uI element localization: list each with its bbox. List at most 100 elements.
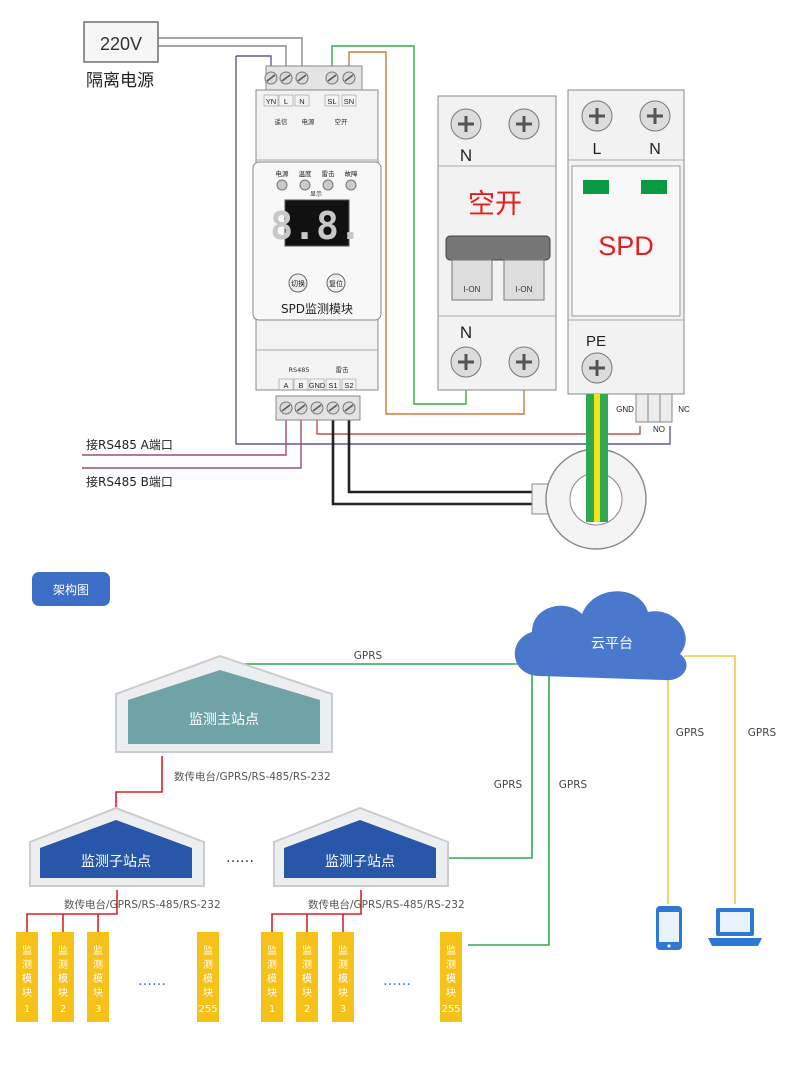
sub-link-2-label: 数传电台/GPRS/RS-485/RS-232 xyxy=(308,898,465,911)
wire-yn xyxy=(235,56,671,445)
spd-pe: PE xyxy=(586,333,606,350)
svg-text:架构图: 架构图 xyxy=(53,582,89,597)
rs485-a-label: 接RS485 A端口 xyxy=(86,437,173,452)
wire-power-l xyxy=(158,37,303,66)
svg-text:测: 测 xyxy=(58,958,68,971)
indicator-led-icon xyxy=(345,179,357,191)
svg-text:测: 测 xyxy=(302,958,312,971)
gprs-label-main: GPRS xyxy=(354,650,383,662)
wire-s1 xyxy=(331,420,532,506)
indicator-led-icon xyxy=(322,179,334,191)
spd-gnd: GND xyxy=(616,405,634,414)
svg-text:I-ON: I-ON xyxy=(464,285,481,294)
main-link-label: 数传电台/GPRS/RS-485/RS-232 xyxy=(174,770,331,783)
module-number: 1 xyxy=(24,1004,30,1015)
top-terminal-box xyxy=(263,94,279,107)
terminal-screw-icon xyxy=(325,71,339,85)
wire-rs485-b xyxy=(82,420,302,469)
svg-text:测: 测 xyxy=(93,958,103,971)
link-sub1-modules xyxy=(26,890,118,932)
svg-text:监: 监 xyxy=(338,944,348,957)
group-rs485: RS485 xyxy=(288,366,309,374)
svg-text:块: 块 xyxy=(267,987,277,999)
svg-text:块: 块 xyxy=(22,987,32,999)
top-terminal-label: SL xyxy=(327,97,336,106)
spd-title: SPD xyxy=(598,231,654,261)
wire-yn-top xyxy=(236,55,272,66)
svg-text:块: 块 xyxy=(58,987,68,999)
bottom-terminal-box xyxy=(309,378,325,391)
terminal-screw-icon xyxy=(342,71,356,85)
sub-station-2: 监测子站点 xyxy=(273,806,449,887)
wire-s2 xyxy=(347,420,532,494)
bottom-terminal-label: B xyxy=(298,381,303,390)
power-voltage: 220V xyxy=(100,34,142,54)
svg-text:测: 测 xyxy=(338,958,348,971)
reset-button[interactable] xyxy=(326,273,346,293)
svg-text:切换: 切换 xyxy=(291,279,305,288)
svg-text:I-ON: I-ON xyxy=(516,285,533,294)
screw-icon xyxy=(581,100,613,132)
status-window xyxy=(641,180,667,194)
switch-button[interactable] xyxy=(288,273,308,293)
link-cloud-laptop xyxy=(684,655,736,904)
laptop-icon xyxy=(708,908,762,946)
architecture-diagram: 架构图 云平台 监测主站点 数传电台/GPRS/RS-485/ xyxy=(16,572,777,1022)
gprs-label-laptop: GPRS xyxy=(748,727,777,739)
module-number: 255 xyxy=(198,1004,217,1015)
terminal-screw-icon xyxy=(342,401,356,415)
terminal-screw-icon xyxy=(310,401,324,415)
terminal-screw-icon xyxy=(294,401,308,415)
main-station: 监测主站点 xyxy=(115,654,333,753)
screw-icon xyxy=(508,108,540,140)
svg-text:测: 测 xyxy=(22,958,32,971)
svg-text:块: 块 xyxy=(203,987,213,999)
indicator-label: 故障 xyxy=(345,169,359,178)
svg-text:监: 监 xyxy=(267,944,277,957)
top-terminal-label: SN xyxy=(344,97,354,106)
circuit-breaker: N 空开 I-ON I-ON N xyxy=(437,95,557,391)
top-terminal-label: L xyxy=(284,97,288,106)
gprs-label-module: GPRS xyxy=(559,779,588,791)
link-module-cloud xyxy=(468,672,550,946)
rs485-b-label: 接RS485 B端口 xyxy=(86,474,173,489)
svg-text:测: 测 xyxy=(446,958,456,971)
power-box xyxy=(83,21,159,63)
indicator-label: 雷击 xyxy=(322,169,336,178)
sub-station-1: 监测子站点 xyxy=(29,806,205,887)
bottom-terminal-label: S2 xyxy=(344,381,353,390)
top-terminal-box xyxy=(294,94,310,107)
top-terminal-box xyxy=(341,94,357,107)
svg-text:监: 监 xyxy=(22,944,32,957)
phone-icon xyxy=(656,906,682,950)
group-breaker: 空开 xyxy=(335,117,349,126)
pe-ground-cable xyxy=(586,394,608,522)
bottom-terminal-box xyxy=(293,378,309,391)
gprs-label-phone: GPRS xyxy=(676,727,705,739)
top-terminal-label: YN xyxy=(266,97,276,106)
svg-text:监: 监 xyxy=(302,944,312,957)
svg-text:监: 监 xyxy=(93,944,103,957)
svg-text:模: 模 xyxy=(446,973,456,985)
top-terminal-box xyxy=(278,94,294,107)
screw-icon xyxy=(639,100,671,132)
surge-protector: L N SPD PE GND NC NO xyxy=(567,89,690,434)
module-number: 3 xyxy=(340,1004,346,1015)
screw-icon xyxy=(508,346,540,378)
svg-text:测: 测 xyxy=(267,958,277,971)
svg-text:模: 模 xyxy=(22,973,32,985)
indicator-led-icon xyxy=(299,179,311,191)
bottom-terminal-box xyxy=(325,378,341,391)
module-ellipsis-right: …… xyxy=(383,973,411,989)
svg-text:模: 模 xyxy=(338,973,348,985)
module-number: 3 xyxy=(95,1004,101,1015)
bottom-terminal-label: S1 xyxy=(328,381,337,390)
svg-text:块: 块 xyxy=(446,987,456,999)
spd-no: NO xyxy=(653,425,665,434)
